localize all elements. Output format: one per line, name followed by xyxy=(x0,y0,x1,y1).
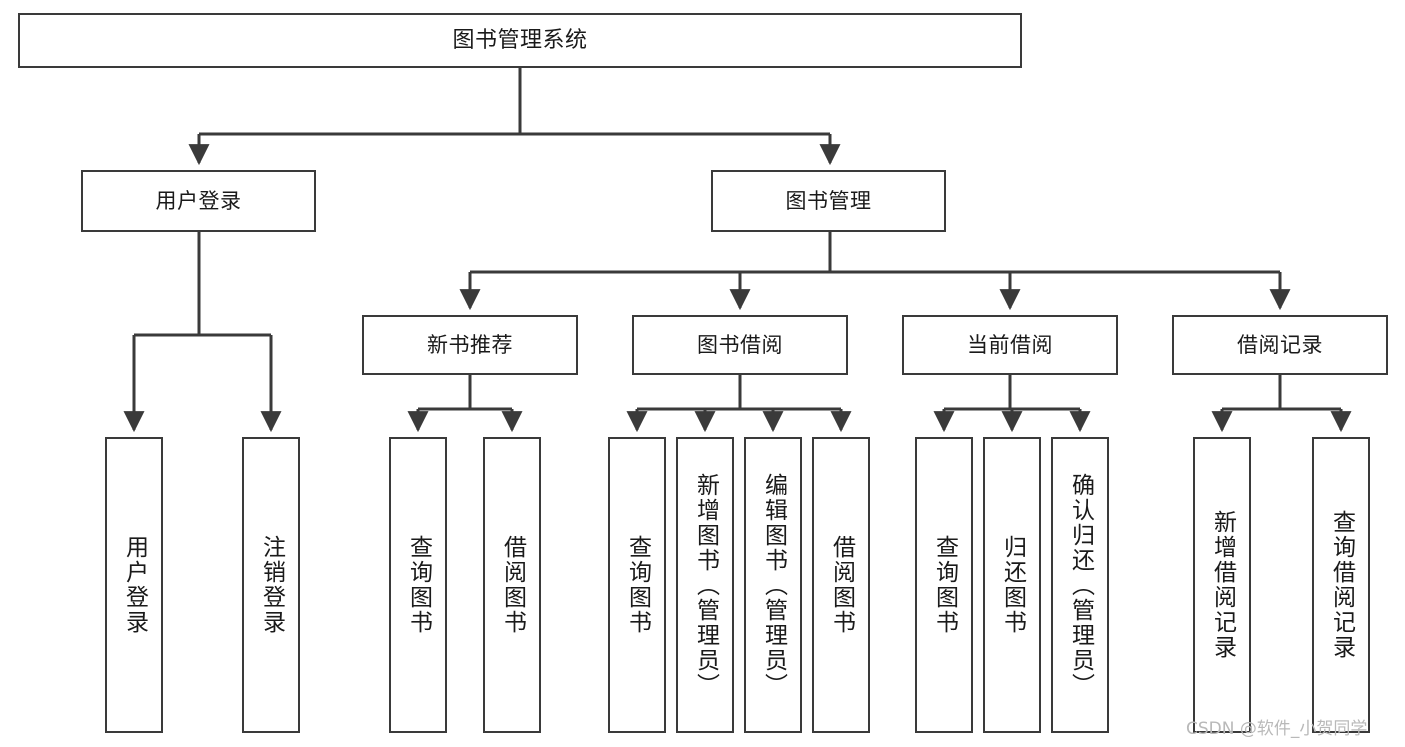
node-leaf-edit-book-label: 编辑图书（管理员） xyxy=(760,472,787,698)
node-current-borrow[interactable]: 当前借阅 xyxy=(902,315,1118,375)
node-leaf-borrow-book-1[interactable]: 借阅图书 xyxy=(483,437,541,733)
node-book-manage[interactable]: 图书管理 xyxy=(711,170,946,232)
node-leaf-query-record-label: 查询借阅记录 xyxy=(1328,510,1355,660)
node-leaf-confirm-return-label: 确认归还（管理员） xyxy=(1067,472,1094,698)
node-user-login-label: 用户登录 xyxy=(155,188,242,213)
node-leaf-add-book[interactable]: 新增图书（管理员） xyxy=(676,437,734,733)
node-current-borrow-label: 当前借阅 xyxy=(967,332,1053,357)
node-leaf-logout[interactable]: 注销登录 xyxy=(242,437,300,733)
node-leaf-user-login[interactable]: 用户登录 xyxy=(105,437,163,733)
node-leaf-query-book-3-label: 查询图书 xyxy=(931,535,958,635)
node-leaf-return-book[interactable]: 归还图书 xyxy=(983,437,1041,733)
node-leaf-borrow-book-2-label: 借阅图书 xyxy=(828,535,855,635)
node-leaf-add-record[interactable]: 新增借阅记录 xyxy=(1193,437,1251,733)
node-leaf-confirm-return[interactable]: 确认归还（管理员） xyxy=(1051,437,1109,733)
node-book-borrow-label: 图书借阅 xyxy=(697,332,783,357)
node-leaf-add-record-label: 新增借阅记录 xyxy=(1209,510,1236,660)
node-leaf-query-book-1-label: 查询图书 xyxy=(405,535,432,635)
node-leaf-return-book-label: 归还图书 xyxy=(999,535,1026,635)
node-leaf-logout-label: 注销登录 xyxy=(258,535,285,635)
node-leaf-add-book-label: 新增图书（管理员） xyxy=(692,472,719,698)
node-root-label: 图书管理系统 xyxy=(452,27,588,53)
node-borrow-record-label: 借阅记录 xyxy=(1237,332,1323,357)
node-leaf-query-record[interactable]: 查询借阅记录 xyxy=(1312,437,1370,733)
node-leaf-query-book-2[interactable]: 查询图书 xyxy=(608,437,666,733)
node-leaf-user-login-label: 用户登录 xyxy=(121,535,148,635)
node-leaf-borrow-book-2[interactable]: 借阅图书 xyxy=(812,437,870,733)
node-user-login[interactable]: 用户登录 xyxy=(81,170,316,232)
node-new-book-recommend-label: 新书推荐 xyxy=(427,332,513,357)
node-new-book-recommend[interactable]: 新书推荐 xyxy=(362,315,578,375)
node-leaf-borrow-book-1-label: 借阅图书 xyxy=(499,535,526,635)
node-leaf-query-book-1[interactable]: 查询图书 xyxy=(389,437,447,733)
node-book-borrow[interactable]: 图书借阅 xyxy=(632,315,848,375)
node-borrow-record[interactable]: 借阅记录 xyxy=(1172,315,1388,375)
node-book-manage-label: 图书管理 xyxy=(785,188,872,213)
node-leaf-query-book-2-label: 查询图书 xyxy=(624,535,651,635)
node-leaf-query-book-3[interactable]: 查询图书 xyxy=(915,437,973,733)
node-leaf-edit-book[interactable]: 编辑图书（管理员） xyxy=(744,437,802,733)
node-root[interactable]: 图书管理系统 xyxy=(18,13,1022,68)
